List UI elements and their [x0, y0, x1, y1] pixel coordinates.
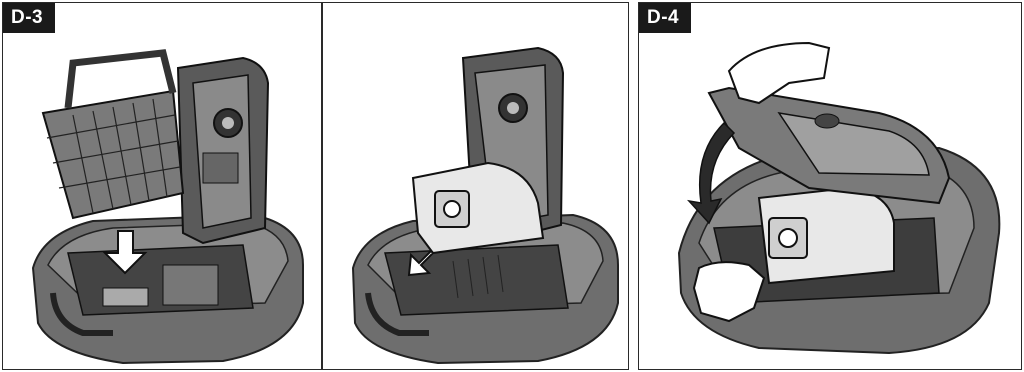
basket-removal-illustration: [31, 49, 304, 365]
step-d3-panel: D-3: [2, 2, 629, 370]
dustbag-insert-illustration: [351, 46, 619, 365]
close-lid-illustration: [677, 41, 1001, 355]
panel-divider: [321, 3, 323, 369]
step-label-d4: D-4: [639, 3, 692, 33]
step-d4-panel: D-4: [638, 2, 1022, 370]
step-label-d3: D-3: [3, 3, 56, 33]
